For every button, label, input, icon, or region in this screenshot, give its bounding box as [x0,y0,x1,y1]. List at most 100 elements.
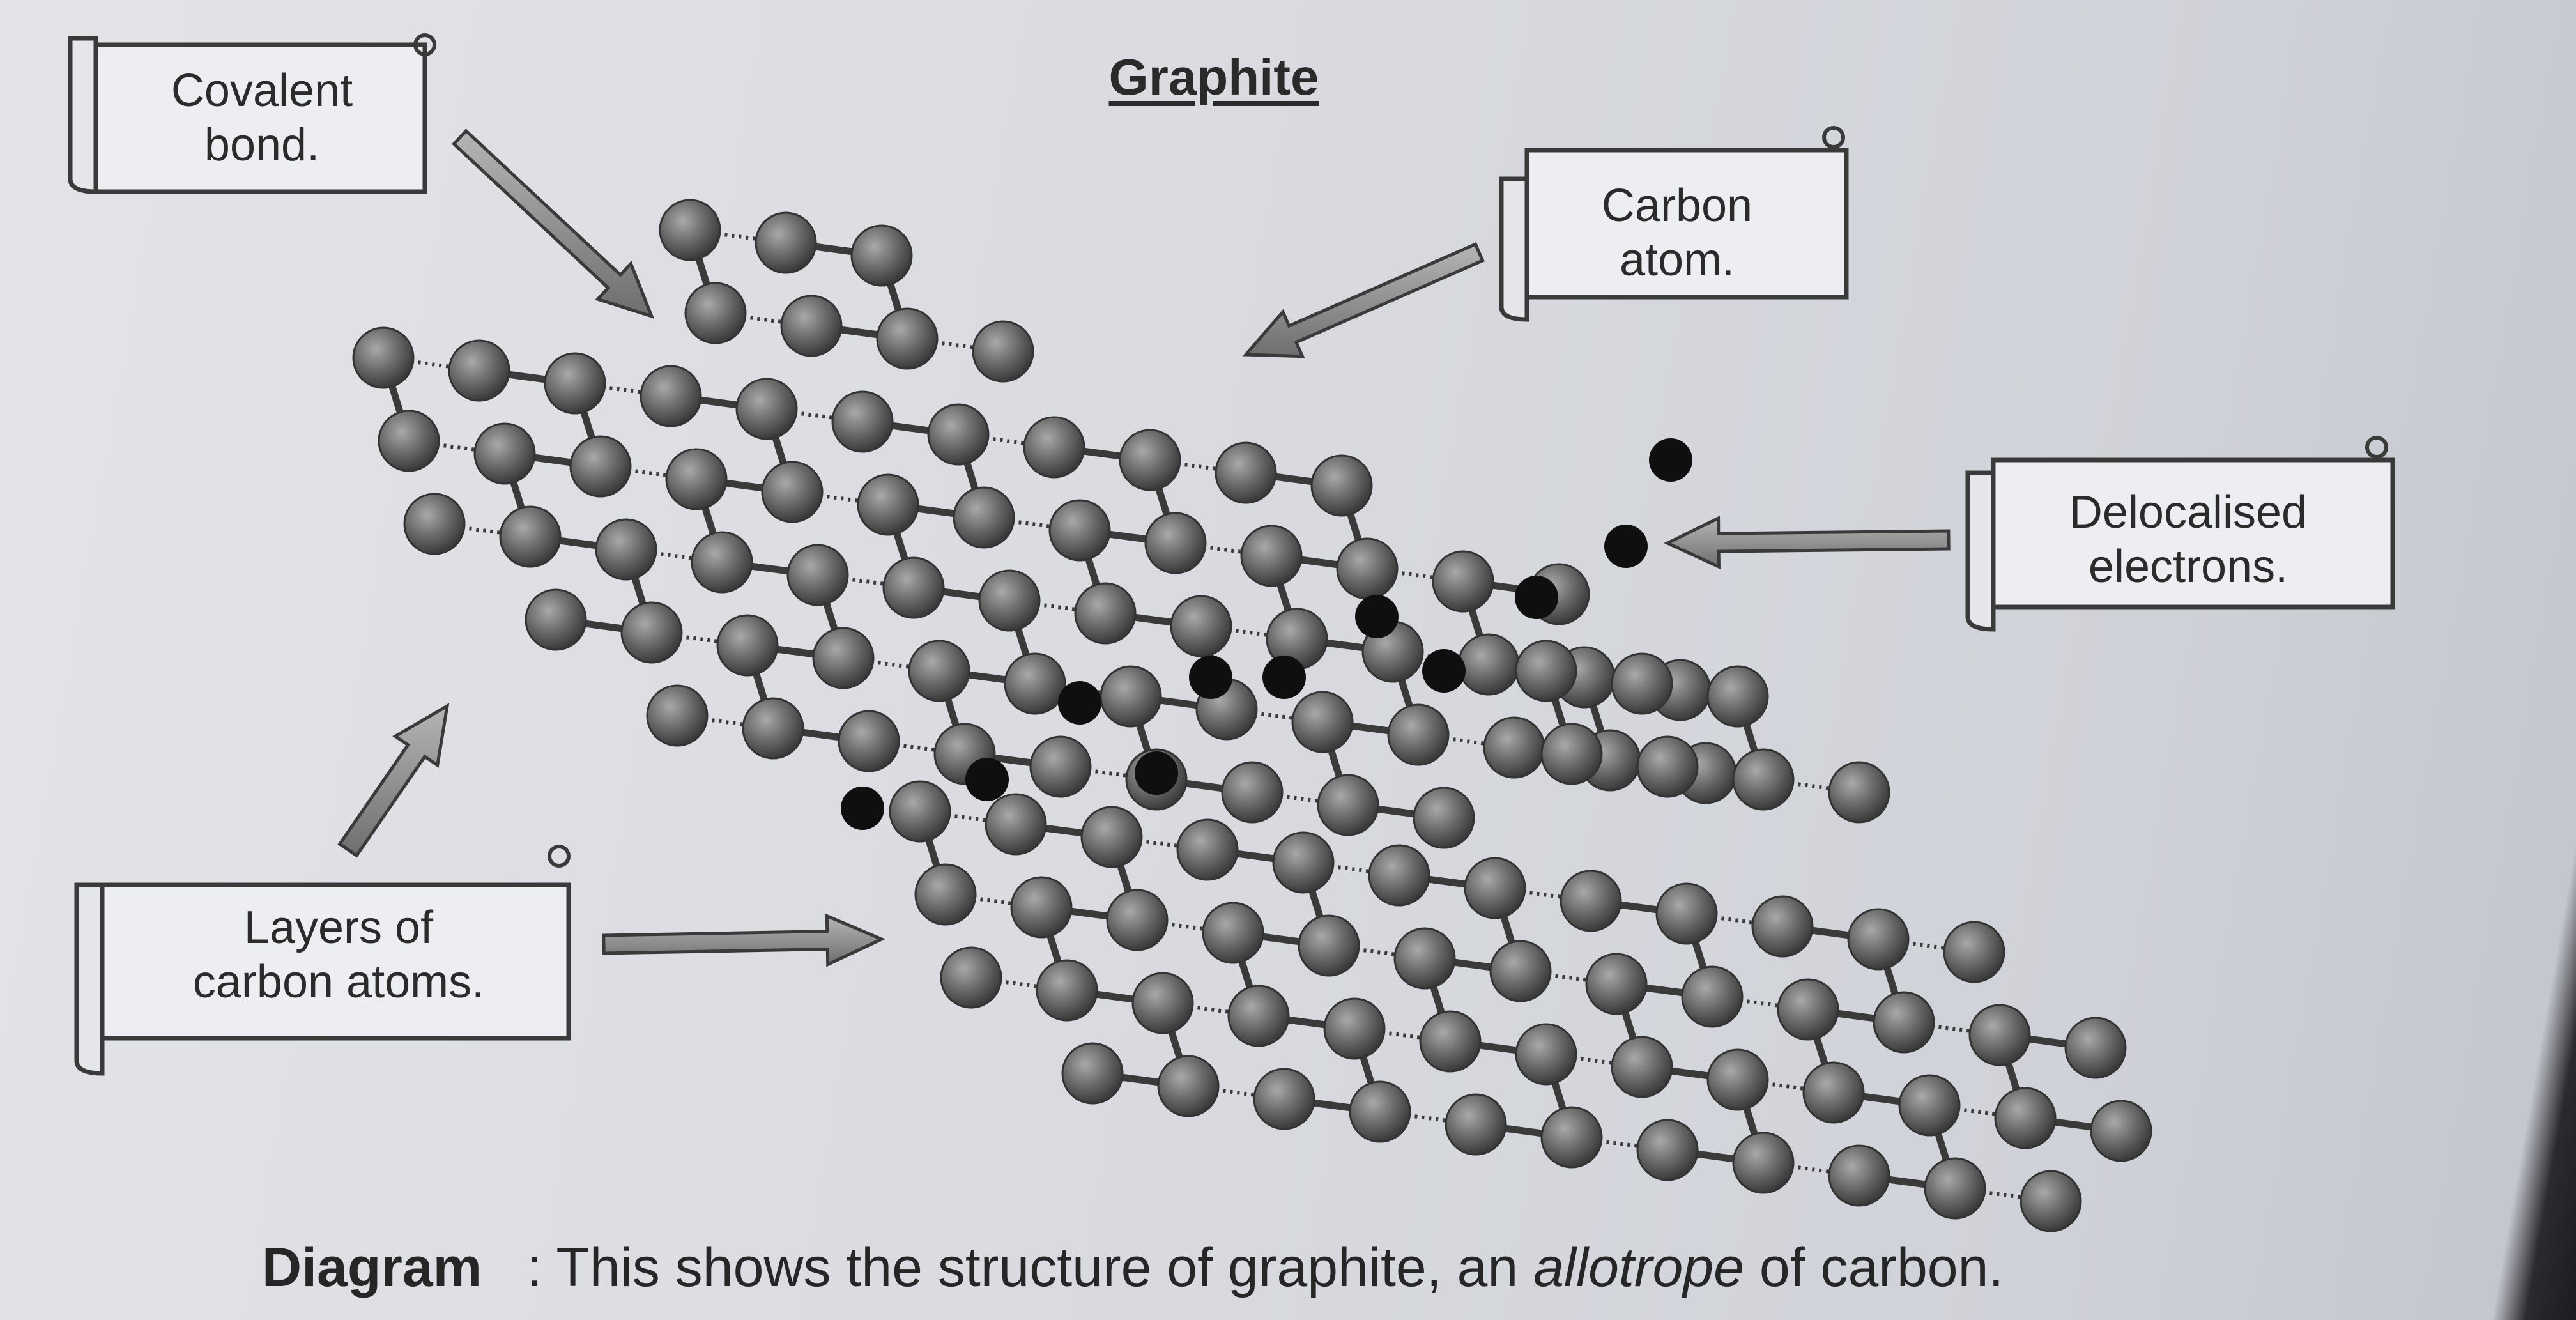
upper-layer-carbon-atom [448,339,510,402]
lower-layer-carbon-atom [1368,844,1430,907]
lower-layer-carbon-atom [1943,921,2005,983]
delocalised-electron [1135,751,1178,795]
upper-layer-carbon-atom [544,352,606,415]
upper-layer-carbon-atom [378,410,440,472]
caption-emphasis: allotrope [1533,1237,1744,1298]
upper-layer-carbon-atom [953,486,1015,549]
label-line: bond. [204,119,320,171]
lower-layer-carbon-atom [1489,940,1552,1002]
upper-layer-carbon-atom [525,588,587,651]
upper-layer-carbon-atom [876,307,939,370]
delocalised-electron [1649,438,1692,482]
delocalised-electron [1604,525,1648,568]
upper-layer-carbon-atom [1170,595,1232,657]
upper-layer-carbon-atom [1004,652,1066,715]
lower-layer-carbon-atom [1611,652,1673,715]
upper-layer-carbon-atom [684,282,747,344]
upper-layer-carbon-atom [691,531,753,594]
upper-layer-carbon-atom [659,199,721,261]
carbon-atom-arrow [1242,242,1485,358]
lower-layer-carbon-atom [1253,1068,1315,1130]
label-covalent-bond: Covalent bond. [171,64,353,173]
lower-layer-carbon-atom [1777,978,1839,1041]
upper-layer-carbon-atom [742,697,804,760]
caption-label: Diagram [262,1237,482,1298]
upper-layer-carbon-atom [978,569,1041,632]
lower-layer-carbon-atom [914,863,977,926]
lower-layer-carbon-atom [1515,640,1577,702]
lower-layer-carbon-atom [1681,965,1744,1028]
lower-layer-carbon-atom [1445,1093,1507,1156]
lower-layer-carbon-atom [1272,831,1335,894]
callout-covalent-bond [68,33,436,194]
lower-layer-carbon-atom [1751,895,1814,958]
lower-layer-carbon-atom [1847,908,1910,971]
callout-carbon-atom [1499,126,1849,322]
label-line: Layers of [243,902,434,954]
label-carbon-atom: Carbon atom. [1602,179,1752,288]
label-layers-of-carbon-atoms: Layers of carbon atoms. [193,901,484,1009]
lower-layer-carbon-atom [2064,1017,2127,1079]
label-line: atom. [1619,234,1735,286]
delocalised-electron [1058,681,1101,725]
upper-layer-carbon-atom [1119,429,1181,491]
lower-layer-carbon-atom [1061,1042,1124,1105]
lower-layer-carbon-atom [1585,953,1648,1015]
delocalised-electron [1262,656,1306,699]
callout-delocalised-electrons [1965,436,2395,632]
upper-layer-carbon-atom [1457,633,1520,696]
upper-layer-carbon-atom [1291,691,1354,753]
lower-layer-carbon-atom [1655,882,1718,945]
lower-layer-carbon-atom [1106,889,1169,951]
lower-layer-carbon-atom [1636,1119,1699,1181]
upper-layer-carbon-atom [1310,454,1373,517]
delocalised-electron [1355,595,1399,638]
lower-layer-carbon-atom [2020,1170,2082,1232]
upper-layer-carbon-atom [1413,787,1475,849]
upper-layer-carbon-atom [716,614,779,677]
lower-layer-carbon-atom [1393,927,1456,990]
upper-layer-carbon-atom [857,473,919,536]
upper-layer-carbon-atom [403,493,466,555]
upper-layer-carbon-atom [1432,550,1494,613]
lower-layer-carbon-atom [1176,818,1239,881]
layers-arrow-upper [337,703,450,858]
upper-layer-carbon-atom [812,627,875,689]
caption-text-after: of carbon. [1759,1237,2004,1298]
caption-text-before: This shows the structure of graphite, an [556,1237,1519,1298]
label-line: Delocalised [2069,487,2308,539]
lower-layer-carbon-atom [1080,806,1143,868]
upper-layer-carbon-atom [1317,774,1379,836]
caption-separator: : [526,1237,542,1298]
upper-layer-carbon-atom [908,640,970,702]
lower-layer-carbon-atom [1515,1023,1577,1086]
lower-layer-carbon-atom [1349,1080,1411,1143]
lower-layer-carbon-atom [1611,1036,1673,1098]
upper-layer-carbon-atom [1387,703,1450,766]
delocalised-electron [1189,656,1232,699]
upper-layer-carbon-atom [665,448,728,510]
upper-layer-carbon-atom [569,435,632,498]
lower-layer-carbon-atom [1802,1061,1865,1124]
upper-layer-carbon-atom [1240,525,1303,587]
label-line: Covalent [171,65,353,117]
upper-layer-carbon-atom [1074,582,1137,645]
lower-layer-carbon-atom [889,780,951,843]
lower-layer-carbon-atom [1419,1010,1482,1073]
upper-layer-carbon-atom [1215,441,1277,504]
lower-layer-carbon-atom [1298,914,1360,977]
lower-layer-carbon-atom [1636,735,1699,798]
layers-arrow-lower [602,913,886,967]
lower-layer-carbon-atom [1898,1074,1961,1137]
upper-layer-carbon-atom [352,326,415,389]
upper-layer-carbon-atom [780,295,843,357]
upper-layer-carbon-atom [761,461,824,523]
upper-layer-carbon-atom [838,710,900,772]
lower-layer-carbon-atom [2090,1100,2152,1162]
lower-layer-carbon-atom [1560,870,1622,932]
upper-layer-carbon-atom [1023,416,1085,479]
upper-layer-carbon-atom [755,211,817,274]
upper-layer-carbon-atom [595,518,657,581]
delocalised-electron [1515,576,1558,619]
